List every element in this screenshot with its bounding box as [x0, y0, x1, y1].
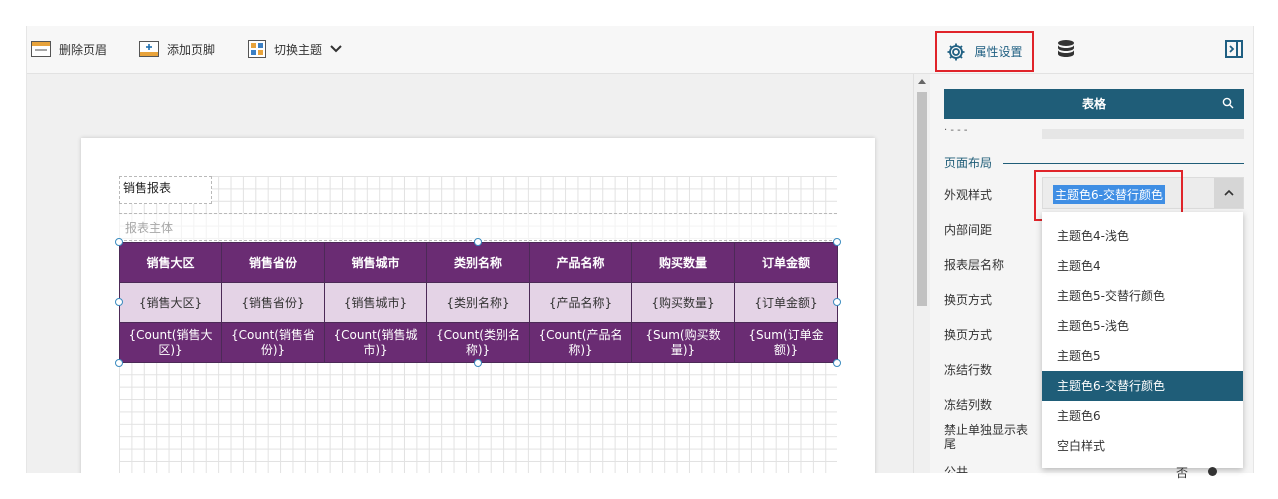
canvas-scrollbar[interactable] [913, 74, 930, 473]
page-break-label: 换页方式 [944, 293, 993, 307]
data-cell[interactable]: {销售大区} [119, 282, 222, 323]
dropdown-option[interactable]: 主题色4-浅色 [1057, 229, 1129, 243]
dropdown-option[interactable]: 主题色5-交替行颜色 [1057, 289, 1165, 303]
switch-theme-button[interactable]: 切换主题 [248, 39, 342, 59]
delete-header-button[interactable]: 删除页眉 [31, 39, 107, 59]
data-cell[interactable]: {类别名称} [426, 282, 530, 323]
property-settings-button[interactable]: 属性设置 [935, 31, 1034, 72]
resize-handle[interactable] [474, 359, 482, 367]
partial-property-label: · - - - [944, 125, 968, 136]
header-cell[interactable]: 订单金额 [734, 242, 838, 283]
table-header-row: 销售大区 销售省份 销售城市 类别名称 产品名称 购买数量 订单金额 [119, 242, 838, 283]
summary-cell[interactable]: {Sum(购买数量)} [631, 322, 735, 363]
resize-handle[interactable] [833, 359, 841, 367]
appearance-style-select[interactable]: 主题色6-交替行颜色 [1042, 177, 1244, 209]
summary-cell[interactable]: {Sum(订单金额)} [734, 322, 838, 363]
resize-handle[interactable] [474, 238, 482, 246]
header-cell[interactable]: 销售省份 [221, 242, 325, 283]
resize-handle[interactable] [115, 298, 123, 306]
page-footer-icon [139, 41, 159, 57]
chevron-down-icon [330, 45, 342, 53]
gear-icon [947, 43, 965, 60]
dropdown-option[interactable]: 主题色5-浅色 [1057, 319, 1129, 333]
table-data-row: {销售大区} {销售省份} {销售城市} {类别名称} {产品名称} {购买数量… [119, 282, 838, 323]
table-summary-row: {Count(销售大区)} {Count(销售省份)} {Count(销售城市)… [119, 322, 838, 363]
partial-property-input[interactable] [1042, 129, 1244, 139]
resize-handle[interactable] [833, 238, 841, 246]
partial-bottom-label: 公共 [944, 465, 969, 473]
data-cell[interactable]: {销售城市} [324, 282, 427, 323]
toggle-switch[interactable] [1208, 467, 1217, 476]
resize-handle[interactable] [833, 298, 841, 306]
header-cell[interactable]: 销售大区 [119, 242, 222, 283]
toolbar: 删除页眉 添加页脚 切换主题 [27, 26, 1253, 74]
freeze-rows-label: 冻结行数 [944, 363, 993, 377]
dropdown-option[interactable]: 主题色4 [1057, 259, 1101, 273]
summary-cell[interactable]: {Count(类别名称)} [426, 322, 530, 363]
resize-handle[interactable] [115, 359, 123, 367]
header-cell[interactable]: 销售城市 [324, 242, 427, 283]
page-header-icon [31, 41, 51, 57]
database-icon[interactable] [1057, 39, 1075, 59]
section-title: 页面布局 [944, 156, 993, 170]
data-cell[interactable]: {产品名称} [529, 282, 632, 323]
dropdown-option[interactable]: 主题色6 [1057, 409, 1101, 423]
page-break-label-2: 换页方式 [944, 328, 993, 342]
report-page[interactable]: 销售报表 报表主体 销售大区 销售省份 销售城市 类别名称 产品名称 购买数量 … [81, 138, 875, 473]
dropdown-option[interactable]: 空白样式 [1057, 439, 1106, 453]
appearance-label: 外观样式 [944, 188, 993, 202]
freeze-cols-label: 冻结列数 [944, 398, 993, 412]
selected-style-text: 主题色6-交替行颜色 [1053, 185, 1165, 204]
summary-cell[interactable]: {Count(产品名称)} [529, 322, 632, 363]
scroll-up-arrow-icon[interactable] [918, 79, 926, 84]
layer-name-label: 报表层名称 [944, 258, 1005, 272]
component-selector[interactable]: 表格 [944, 89, 1244, 119]
chevron-up-icon[interactable] [1214, 178, 1243, 208]
header-cell[interactable]: 购买数量 [631, 242, 735, 283]
header-cell[interactable]: 产品名称 [529, 242, 632, 283]
design-canvas[interactable]: 销售报表 报表主体 销售大区 销售省份 销售城市 类别名称 产品名称 购买数量 … [27, 74, 913, 473]
summary-cell[interactable]: {Count(销售大区)} [119, 322, 222, 363]
panel-collapse-icon[interactable] [1225, 40, 1243, 58]
switch-theme-label: 切换主题 [274, 42, 323, 57]
summary-cell[interactable]: {Count(销售城市)} [324, 322, 427, 363]
report-body-label: 报表主体 [119, 213, 837, 241]
resize-handle[interactable] [115, 238, 123, 246]
app-frame: 删除页眉 添加页脚 切换主题 [26, 26, 1254, 473]
style-dropdown[interactable]: 主题色4-浅色 主题色4 主题色5-交替行颜色 主题色5-浅色 主题色5 主题色… [1042, 212, 1243, 468]
data-cell[interactable]: {销售省份} [221, 282, 325, 323]
search-icon[interactable] [1222, 97, 1234, 109]
component-name: 表格 [1081, 97, 1106, 111]
hide-footer-label: 禁止单独显示表尾 [944, 423, 1029, 451]
scrollbar-thumb[interactable] [917, 92, 927, 306]
data-cell[interactable]: {购买数量} [631, 282, 735, 323]
dropdown-option[interactable]: 主题色5 [1057, 349, 1101, 363]
padding-label: 内部间距 [944, 223, 993, 237]
dropdown-option-selected[interactable]: 主题色6-交替行颜色 [1042, 371, 1243, 401]
report-table[interactable]: 销售大区 销售省份 销售城市 类别名称 产品名称 购买数量 订单金额 {销售大区… [119, 242, 838, 363]
header-cell[interactable]: 类别名称 [426, 242, 530, 283]
theme-grid-icon [248, 40, 266, 58]
add-footer-label: 添加页脚 [167, 42, 216, 57]
data-cell[interactable]: {订单金额} [734, 282, 838, 323]
delete-header-label: 删除页眉 [59, 42, 108, 57]
property-settings-label: 属性设置 [974, 45, 1023, 59]
add-footer-button[interactable]: 添加页脚 [139, 39, 215, 59]
toggle-text: 否 [1176, 466, 1189, 480]
summary-cell[interactable]: {Count(销售省份)} [221, 322, 325, 363]
report-title-textbox[interactable]: 销售报表 [119, 176, 212, 204]
section-divider [1003, 163, 1244, 164]
